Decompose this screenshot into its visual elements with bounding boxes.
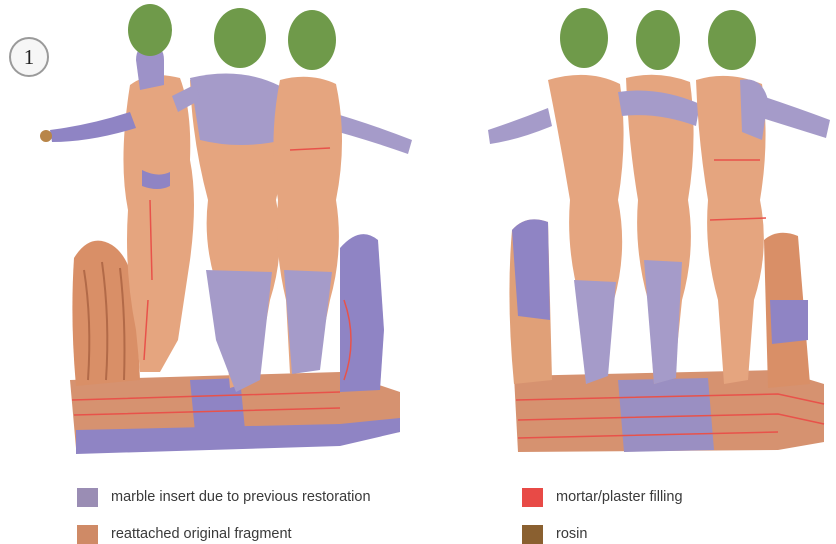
figure-middle <box>618 10 700 384</box>
legend-label: reattached original fragment <box>111 526 292 542</box>
legend-swatch <box>77 488 98 507</box>
figure-right <box>696 10 830 384</box>
legend-swatch <box>522 488 543 507</box>
legend-swatch <box>522 525 543 544</box>
legend-label: rosin <box>556 526 587 542</box>
statue-front-view <box>40 0 440 470</box>
statue-back-view <box>478 0 836 470</box>
legend-item-rosin: rosin <box>522 524 587 544</box>
legend-item-reattached-fragment: reattached original fragment <box>77 524 292 544</box>
legend-item-marble-insert: marble insert due to previous restoratio… <box>77 487 371 507</box>
drapery-right <box>340 234 384 392</box>
drapery-right <box>764 233 810 388</box>
legend-swatch <box>77 525 98 544</box>
drapery-left <box>509 219 552 384</box>
figure-right <box>273 10 342 374</box>
legend-label: marble insert due to previous restoratio… <box>111 489 371 505</box>
figure-left <box>488 8 624 384</box>
legend-item-mortar-plaster: mortar/plaster filling <box>522 487 683 507</box>
legend-label: mortar/plaster filling <box>556 489 683 505</box>
